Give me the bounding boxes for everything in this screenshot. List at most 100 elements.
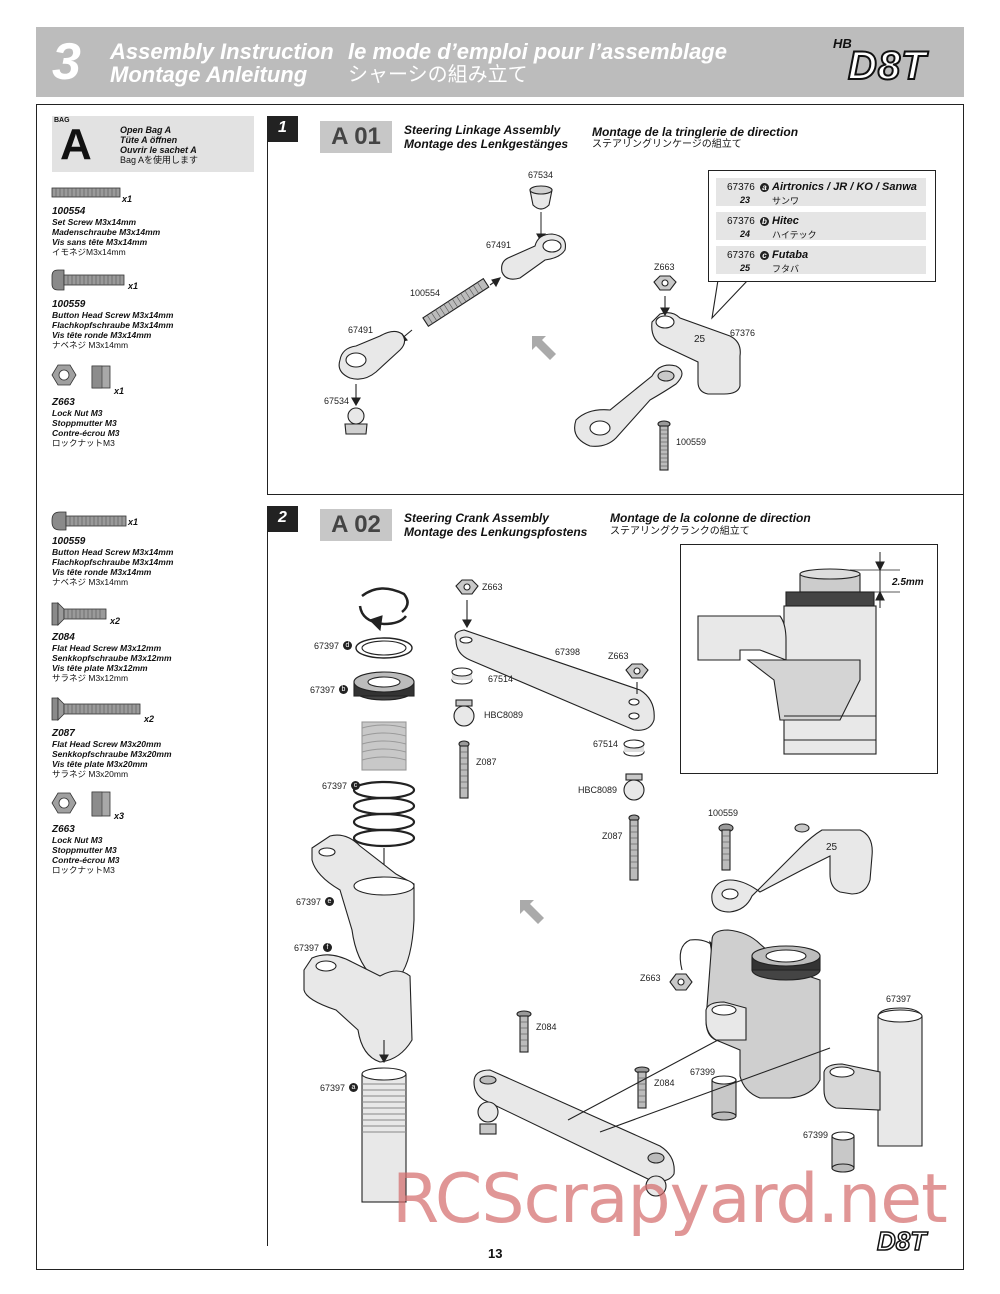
part-number: 100559 bbox=[52, 536, 86, 547]
bag-indicator bbox=[52, 116, 254, 172]
part-desc: Vis tête plate M3x12mm bbox=[52, 663, 148, 673]
callout-code: 67376 bbox=[727, 216, 755, 227]
header-title-jp: シャーシの組み立て bbox=[348, 64, 528, 86]
part-desc-jp: ナベネジ M3x14mm bbox=[52, 577, 129, 587]
part-label: HBC8089 bbox=[484, 710, 524, 720]
variant-badge: b bbox=[760, 217, 769, 226]
svg-text:25: 25 bbox=[694, 334, 706, 345]
part-desc: Lock Nut M3 bbox=[52, 408, 103, 418]
bag-letter: A bbox=[60, 120, 92, 169]
part-label: 67376 bbox=[730, 328, 756, 338]
part-number: Z663 bbox=[52, 824, 75, 835]
part-desc: Button Head Screw M3x14mm bbox=[52, 310, 174, 320]
part-qty: x2 bbox=[144, 714, 155, 724]
step-code: A 01 bbox=[320, 121, 392, 153]
step-title-jp: ステアリングリンケージの組立て bbox=[592, 139, 742, 150]
callout-name: Airtronics / JR / KO / Sanwa bbox=[772, 181, 917, 193]
callout-jp: ハイテック bbox=[772, 230, 817, 240]
step-title-fr: Montage de la colonne de direction bbox=[610, 511, 811, 525]
part-desc: Stoppmutter M3 bbox=[52, 845, 117, 855]
bag-line: Ouvrir le sachet A bbox=[120, 145, 197, 155]
part-desc-jp: サラネジ M3x12mm bbox=[52, 673, 129, 683]
part-label: 67399 bbox=[803, 1130, 829, 1140]
callout-row bbox=[716, 246, 926, 274]
part-label: 67534 bbox=[324, 396, 350, 406]
step-title-de: Montage des Lenkgestänges bbox=[404, 137, 569, 151]
detail-inset bbox=[680, 544, 938, 774]
bag-line: Tüte A öffnen bbox=[120, 135, 178, 145]
part-number: Z087 bbox=[52, 728, 75, 739]
variant-badge: a bbox=[349, 1083, 358, 1092]
part-qty: x1 bbox=[128, 281, 139, 291]
part-desc-jp: ロックナットM3 bbox=[52, 438, 115, 448]
part-label: 100559 bbox=[708, 808, 739, 818]
part-label: 67534 bbox=[528, 170, 554, 180]
variant-badge: a bbox=[760, 183, 769, 192]
part-label: Z084 bbox=[536, 1022, 557, 1032]
part-desc: Flachkopfschraube M3x14mm bbox=[52, 320, 174, 330]
part-label: 67514 bbox=[593, 739, 619, 749]
callout-name: Futaba bbox=[772, 249, 809, 261]
part-desc: Lock Nut M3 bbox=[52, 835, 103, 845]
step1-diagram: 25 bbox=[338, 185, 749, 471]
step-title-en: Steering Crank Assembly bbox=[404, 511, 549, 525]
lock-nut-icon bbox=[51, 364, 111, 389]
variant-badge: c bbox=[351, 781, 360, 790]
page-frame bbox=[36, 104, 964, 1270]
part-qty: x2 bbox=[110, 616, 121, 626]
variant-badge: b bbox=[339, 685, 348, 694]
part-desc: Senkkopfschraube M3x12mm bbox=[52, 653, 172, 663]
column-divider bbox=[267, 506, 268, 1246]
callout-row bbox=[716, 212, 926, 240]
part-desc-jp: サラネジ M3x20mm bbox=[52, 769, 129, 779]
step-tab bbox=[268, 506, 298, 532]
step-code: A 02 bbox=[320, 509, 392, 541]
part-qty: x1 bbox=[122, 194, 133, 204]
part-label: HBC8089 bbox=[578, 785, 618, 795]
step-title-jp: ステアリングクランクの組立て bbox=[610, 526, 750, 537]
part-desc: Contre-écrou M3 bbox=[52, 428, 120, 438]
part-label: 67399 bbox=[690, 1067, 716, 1077]
header-title-de: Montage Anleitung bbox=[110, 62, 308, 87]
button-head-screw-icon bbox=[51, 511, 127, 531]
footer-logo: D8T bbox=[876, 1225, 927, 1257]
step2-diagram: 25 bbox=[303, 579, 923, 1203]
brand-logo-prefix: HB bbox=[833, 36, 852, 51]
part-label: 67397 bbox=[310, 685, 336, 695]
part-desc-jp: ナベネジ M3x14mm bbox=[52, 340, 129, 350]
part-desc: Flachkopfschraube M3x14mm bbox=[52, 557, 174, 567]
part-desc: Stoppmutter M3 bbox=[52, 418, 117, 428]
callout-jp: フタバ bbox=[772, 264, 800, 274]
section-number: 3 bbox=[52, 33, 81, 91]
header-title-fr: le mode d’emploi pour l’assemblage bbox=[348, 39, 727, 64]
part-number: Z084 bbox=[52, 632, 75, 643]
step-divider bbox=[267, 494, 964, 495]
part-number: 100554 bbox=[52, 206, 86, 217]
flat-head-screw-icon bbox=[51, 697, 141, 721]
part-number: 100559 bbox=[52, 299, 86, 310]
part-desc: Contre-écrou M3 bbox=[52, 855, 120, 865]
callout-code: 67376 bbox=[727, 250, 755, 261]
lock-nut-icon bbox=[51, 791, 111, 817]
svg-text:25: 25 bbox=[826, 842, 838, 853]
part-desc: Button Head Screw M3x14mm bbox=[52, 547, 174, 557]
bag-tag: BAG bbox=[54, 117, 70, 124]
part-label: Z663 bbox=[654, 262, 675, 272]
part-desc-jp: ロックナットM3 bbox=[52, 865, 115, 875]
part-label: 67491 bbox=[486, 240, 512, 250]
part-qty: x3 bbox=[114, 811, 125, 821]
part-label: 100559 bbox=[676, 437, 707, 447]
part-label: 67397 bbox=[320, 1083, 346, 1093]
part-desc: Vis tête ronde M3x14mm bbox=[52, 330, 152, 340]
part-desc: Senkkopfschraube M3x20mm bbox=[52, 749, 172, 759]
callout-name: Hitec bbox=[772, 215, 799, 227]
step-title-en: Steering Linkage Assembly bbox=[404, 123, 561, 137]
part-label: 67397 bbox=[294, 943, 320, 953]
variant-badge: e bbox=[325, 897, 334, 906]
part-label: 67491 bbox=[348, 325, 374, 335]
part-label: 67397 bbox=[886, 994, 912, 1004]
column-divider bbox=[267, 116, 268, 494]
part-label: Z663 bbox=[482, 582, 503, 592]
callout-sub: 24 bbox=[740, 229, 751, 239]
